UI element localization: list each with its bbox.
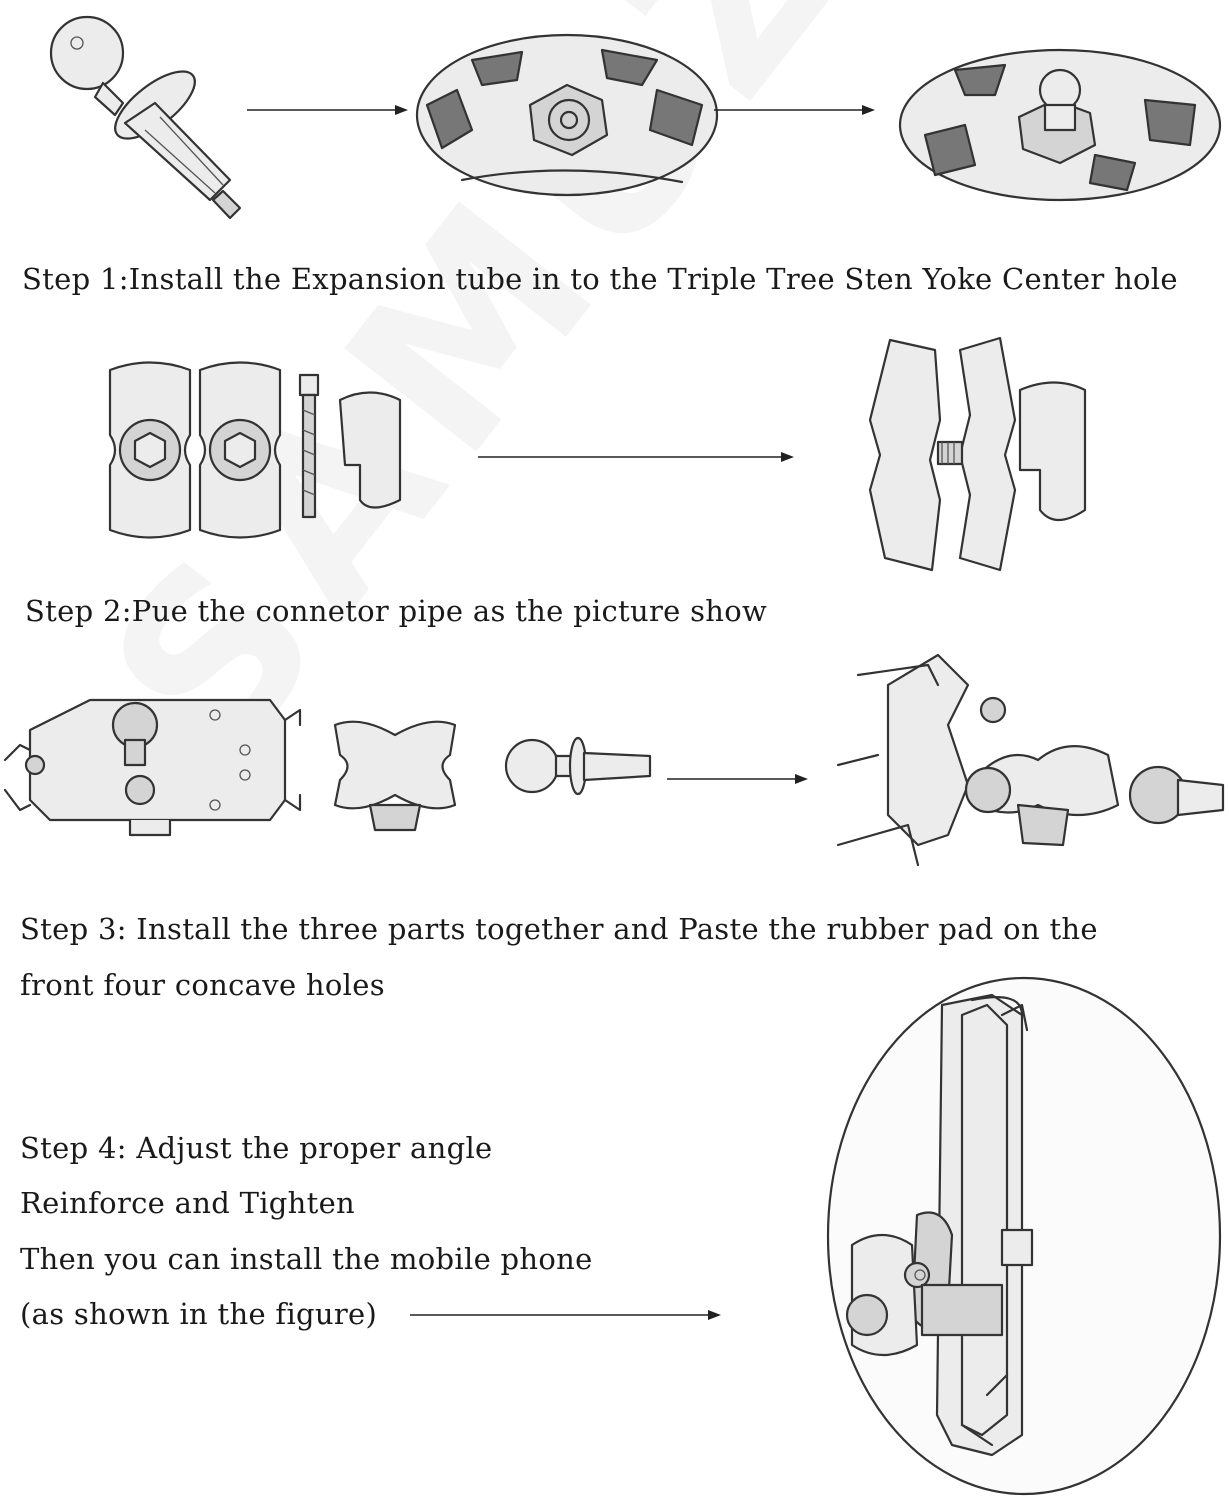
step-4-text-line-2: Reinforce and Tighten bbox=[20, 1186, 356, 1220]
arrow-right-icon bbox=[410, 1310, 721, 1320]
assembled-connector-illustration bbox=[868, 336, 1087, 572]
step-3-text-line-1: Step 3: Install the three parts together… bbox=[20, 912, 1098, 946]
mounted-phone-illustration bbox=[826, 976, 1222, 1496]
arrow-right-icon bbox=[667, 774, 808, 784]
step-3-text-line-2: front four concave holes bbox=[20, 968, 385, 1002]
yoke-center-hole-illustration bbox=[415, 33, 719, 197]
step-4-text-line-4: (as shown in the figure) bbox=[20, 1297, 378, 1331]
installed-tube-illustration bbox=[898, 48, 1222, 202]
step-2-text: Step 2:Pue the connetor pipe as the pict… bbox=[25, 594, 768, 628]
arrow-right-icon bbox=[247, 105, 408, 115]
expansion-tube-illustration bbox=[49, 15, 242, 220]
connector-parts-illustration bbox=[108, 361, 402, 539]
arrow-right-icon bbox=[714, 105, 875, 115]
assembled-mount-illustration bbox=[836, 653, 1225, 867]
step-4-text-line-3: Then you can install the mobile phone bbox=[20, 1242, 593, 1276]
double-socket-arm-illustration bbox=[333, 720, 457, 832]
phone-holder-base-illustration bbox=[3, 698, 302, 837]
step-1-text: Step 1:Install the Expansion tube in to … bbox=[22, 262, 1178, 296]
arrow-right-icon bbox=[478, 452, 794, 462]
ball-tube-illustration bbox=[504, 736, 652, 796]
step-4-text-line-1: Step 4: Adjust the proper angle bbox=[20, 1131, 493, 1165]
